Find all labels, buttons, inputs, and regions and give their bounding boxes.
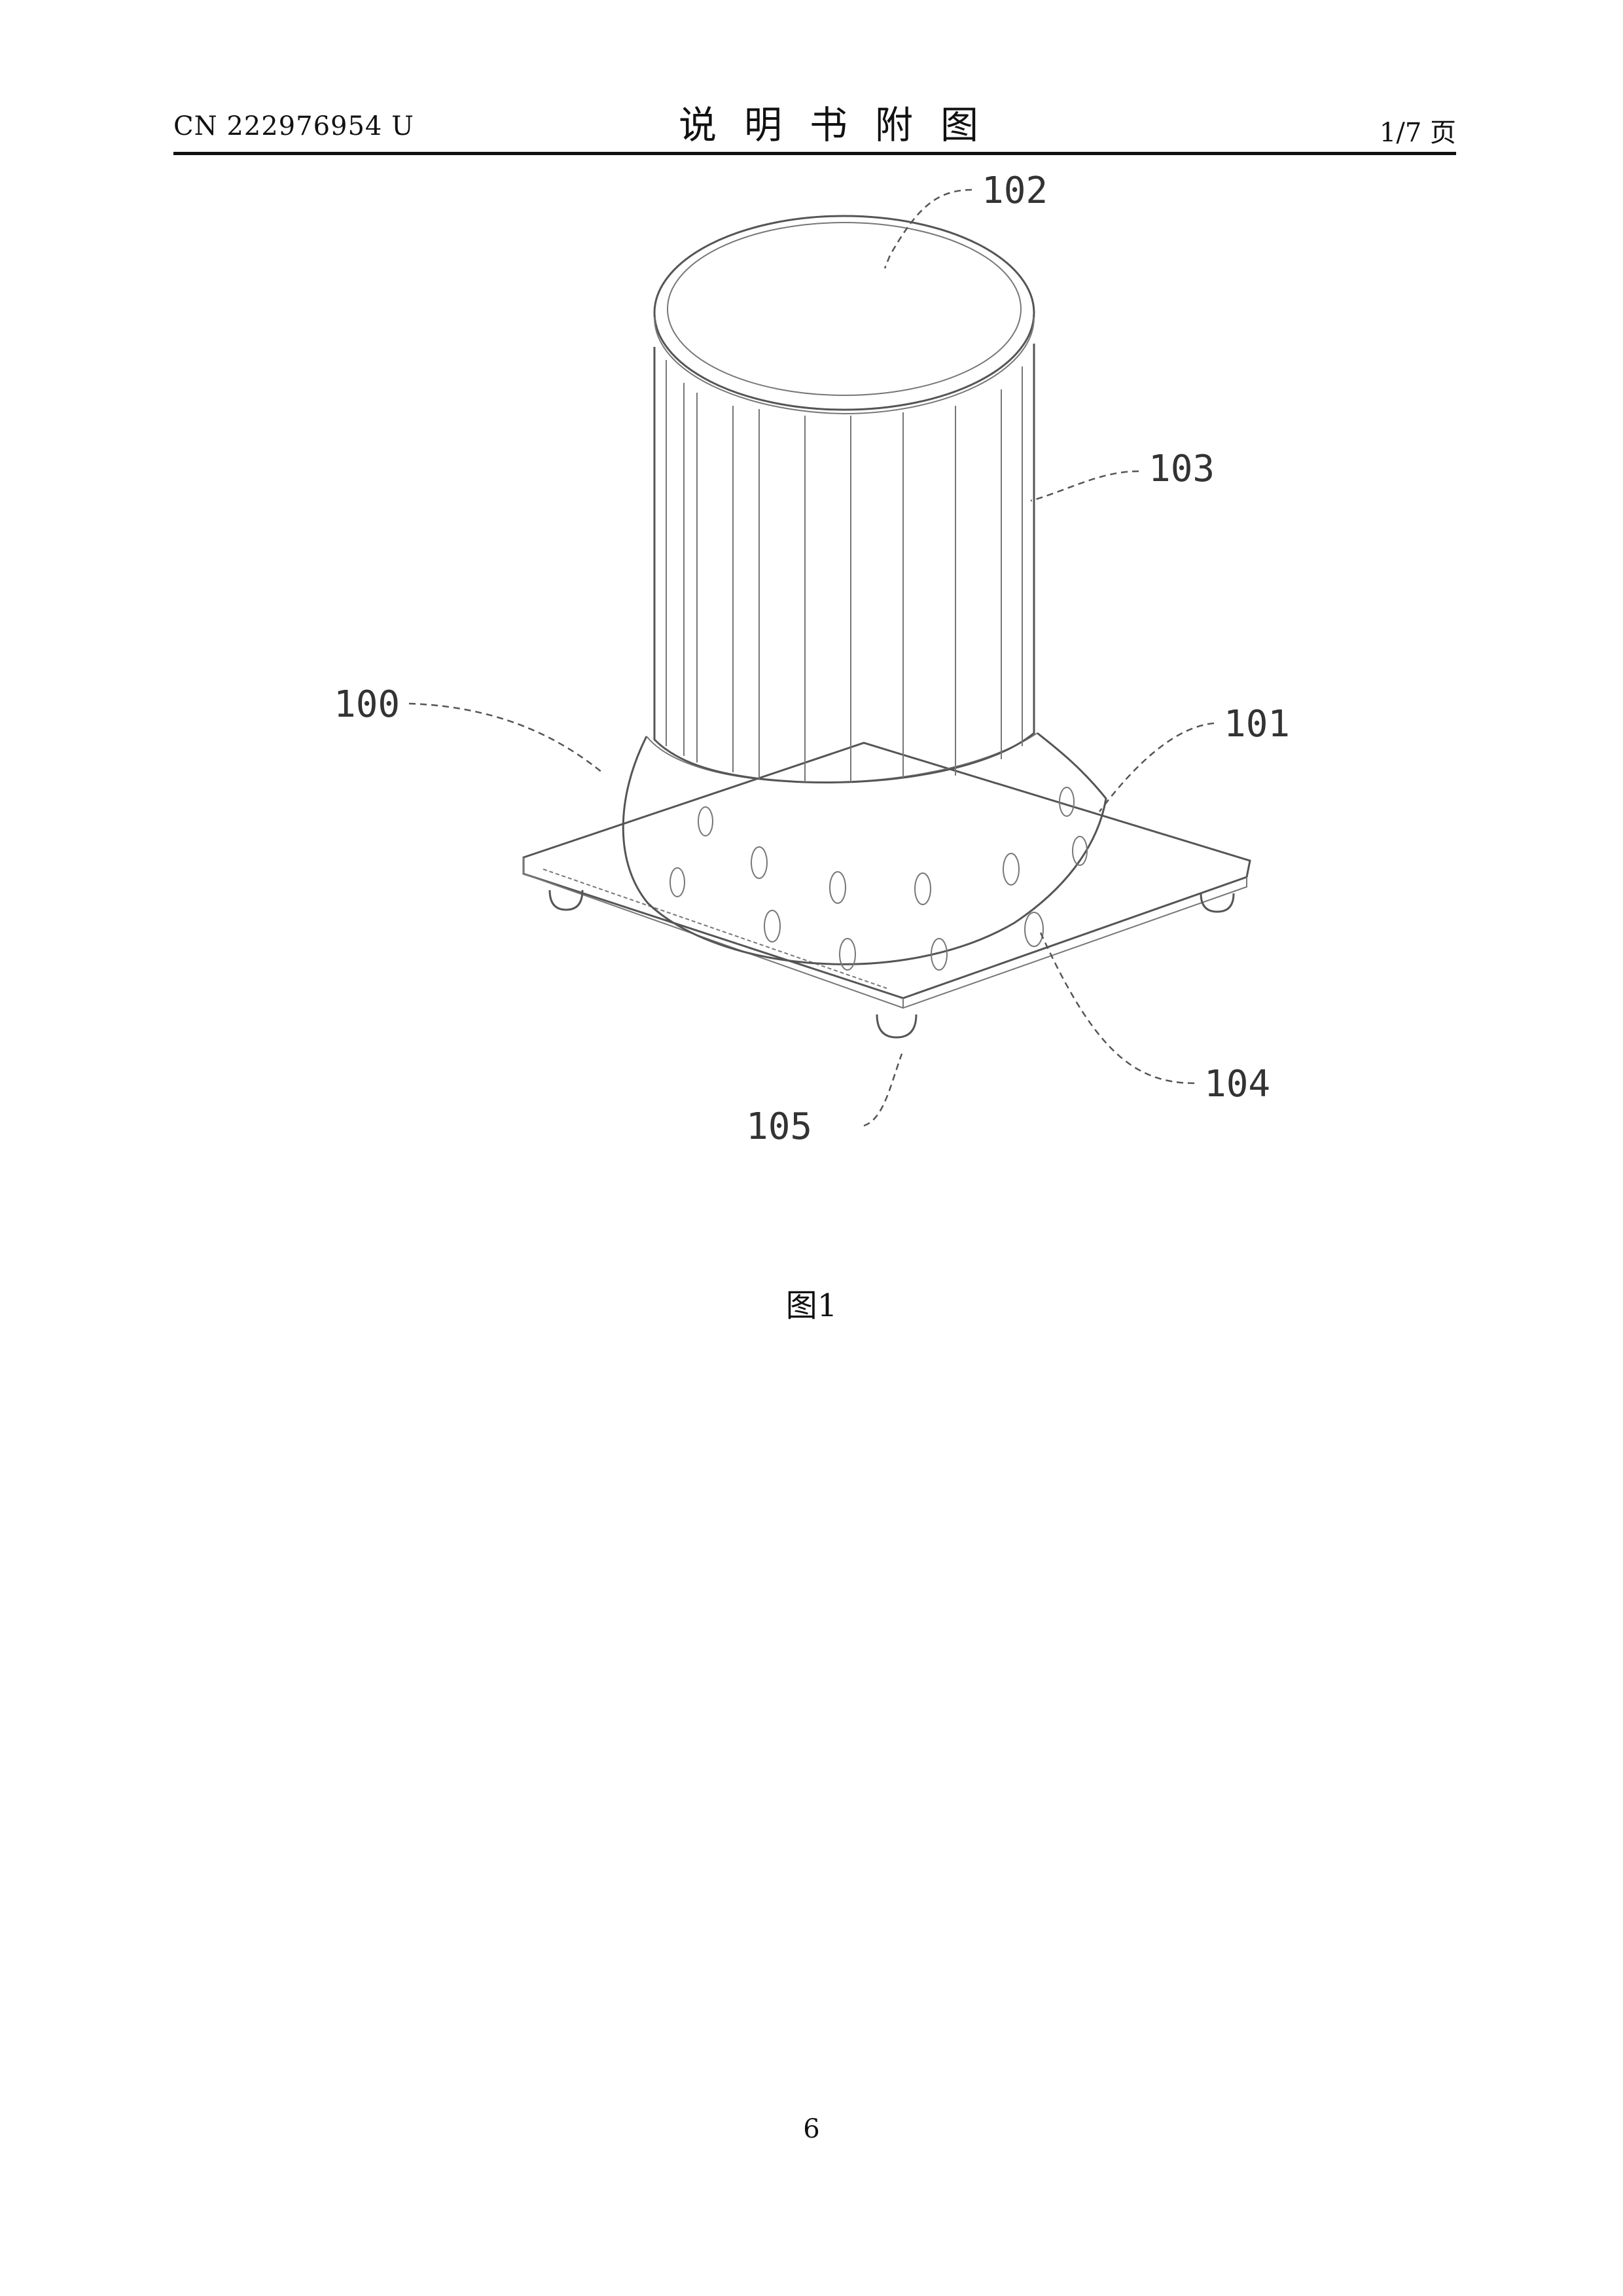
cap <box>654 216 1034 414</box>
page-header: CN 222976954 U 说明书附图 1/7 页 <box>173 92 1456 155</box>
label-column: 103 <box>1149 448 1215 490</box>
feet <box>550 890 1234 1037</box>
page-count: 1/7 页 <box>1380 111 1456 149</box>
label-dome: 101 <box>1224 703 1290 745</box>
label-cap: 102 <box>982 170 1048 212</box>
figure-caption: 图1 <box>0 1280 1623 1325</box>
patent-drawing: 102 103 100 101 104 105 <box>327 157 1309 1244</box>
leader-lines <box>409 190 1214 1126</box>
label-hole: 104 <box>1204 1063 1270 1105</box>
drawing-svg: 102 103 100 101 104 105 <box>327 157 1309 1244</box>
label-foot: 105 <box>746 1105 812 1148</box>
document-title: 说明书附图 <box>173 94 1484 149</box>
label-body: 100 <box>334 683 400 726</box>
page-number: 6 <box>0 2114 1623 2144</box>
